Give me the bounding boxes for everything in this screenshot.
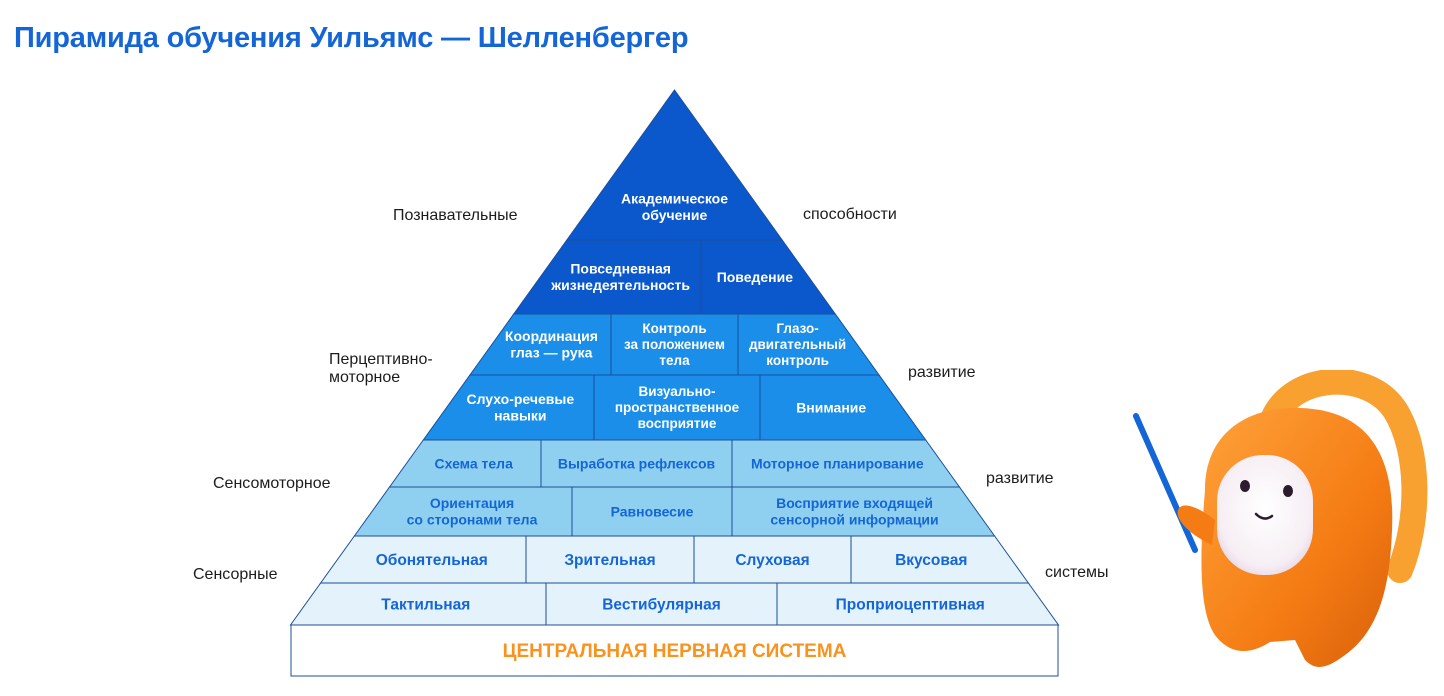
pyramid-cell-line: Повседневная <box>570 261 671 277</box>
pyramid-cell-line: Ориентация <box>430 495 514 511</box>
pyramid-cell-line: Слуховая <box>735 552 809 569</box>
pyramid-cell-line: Выработка рефлексов <box>558 455 716 471</box>
pyramid-cell-label: Внимание <box>796 399 866 415</box>
pyramid-cell-label: Обонятельная <box>376 552 488 569</box>
label-perceptual-left: Перцептивно- моторное <box>329 351 433 387</box>
pyramid-cell-label: Зрительная <box>564 552 655 569</box>
pyramid-row: Схема тела Выработка рефлексов Моторное пл… <box>388 439 961 488</box>
pyramid-cell-label: Тактильная <box>381 596 470 613</box>
pyramid-cell-line: Схема тела <box>435 455 514 471</box>
label-perceptual-left-line1: Перцептивно- <box>329 351 433 368</box>
pyramid-cell-line: Проприоцептивная <box>836 596 985 613</box>
pyramid-cell-line: двигательный <box>749 337 846 352</box>
mascot-arm <box>1177 505 1215 545</box>
label-perceptual-right: развитие <box>908 364 976 381</box>
mascot-eye-left <box>1240 480 1250 492</box>
pyramid-cell-line: жизнедеятельность <box>550 277 690 293</box>
pointer-stick <box>1133 413 1198 553</box>
label-perceptual-left-line2: моторное <box>329 369 401 386</box>
pyramid-cell-line: Равновесие <box>611 503 694 519</box>
pyramid-cell-label: Моторное планирование <box>751 455 924 471</box>
label-cognitive-left: Познавательные <box>393 207 518 224</box>
pyramid-cell-line: глаз — рука <box>510 345 592 361</box>
label-cognitive-right: способности <box>803 206 897 223</box>
label-sensorimotor-left: Сенсомоторное <box>213 475 331 492</box>
pyramid-cell-line: тела <box>659 353 690 368</box>
pyramid-cell-line: Моторное планирование <box>751 455 924 471</box>
pyramid-cell-label: Слуховая <box>735 552 809 569</box>
pyramid-cell-line: со сторонами тела <box>407 512 538 528</box>
pyramid-cell-line: Тактильная <box>381 596 470 613</box>
pyramid-cell-line: за положением <box>624 337 725 352</box>
pyramid-cell-line: навыки <box>494 408 546 424</box>
pyramid-cell-label: Вестибулярная <box>602 596 721 613</box>
pyramid-cell-line: Академическое <box>621 191 728 207</box>
pyramid-cell-line: Контроль <box>642 321 706 336</box>
pyramid-cell-line: пространственное <box>615 400 740 415</box>
pyramid-cell-label: Равновесие <box>611 503 694 519</box>
pyramid-cell-line: Вкусовая <box>895 552 967 569</box>
pyramid-cell-line: Обонятельная <box>376 552 488 569</box>
mascot-face <box>1217 455 1313 575</box>
pyramid-row: Тактильная Вестибулярная Проприоцептивная <box>289 582 1060 626</box>
pyramid-cell-label: Вкусовая <box>895 552 967 569</box>
cns-base-label: ЦЕНТРАЛЬНАЯ НЕРВНАЯ СИСТЕМА <box>503 641 847 662</box>
pyramid-cell-line: контроль <box>766 353 829 368</box>
pyramid-cell-label: Поведение <box>717 269 794 285</box>
cns-base: ЦЕНТРАЛЬНАЯ НЕРВНАЯ СИСТЕМА <box>290 624 1059 677</box>
label-sensory-right: системы <box>1045 564 1109 581</box>
mascot-smile <box>1254 512 1274 520</box>
pyramid-cell-label: Проприоцептивная <box>836 596 985 613</box>
pyramid-cell-line: Поведение <box>717 269 794 285</box>
mascot-illustration <box>1133 370 1428 667</box>
mascot-eye-right <box>1283 485 1293 497</box>
backpack-strap <box>1257 370 1428 583</box>
pyramid-cell-label: Схема тела <box>435 455 514 471</box>
pyramid-cell-line: Координация <box>505 328 598 344</box>
pyramid-cell-line: Визуально- <box>638 384 715 399</box>
pyramid-cell-line: обучение <box>642 207 708 223</box>
pyramid-cell-line: Зрительная <box>564 552 655 569</box>
pyramid-cell-line: Вестибулярная <box>602 596 721 613</box>
pyramid-cell-line: Глазо- <box>776 321 818 336</box>
pyramid-cell-line: Внимание <box>796 399 866 415</box>
pyramid-cell-line: Восприятие входящей <box>776 495 933 511</box>
label-sensorimotor-right: развитие <box>986 470 1054 487</box>
label-sensory-left: Сенсорные <box>193 566 278 583</box>
pyramid-row: Обонятельная Зрительная Слуховая Вкусовая <box>319 535 1030 584</box>
cns-base-box <box>290 624 1059 677</box>
pyramid-cell-line: восприятие <box>638 416 717 431</box>
pyramid-cell-line: Слухо-речевые <box>466 391 574 407</box>
pyramid-cell-label: Выработка рефлексов <box>558 455 716 471</box>
page-title: Пирамида обучения Уильямс — Шелленбергер <box>14 22 689 54</box>
pyramid-cell-line: сенсорной информации <box>770 512 938 528</box>
